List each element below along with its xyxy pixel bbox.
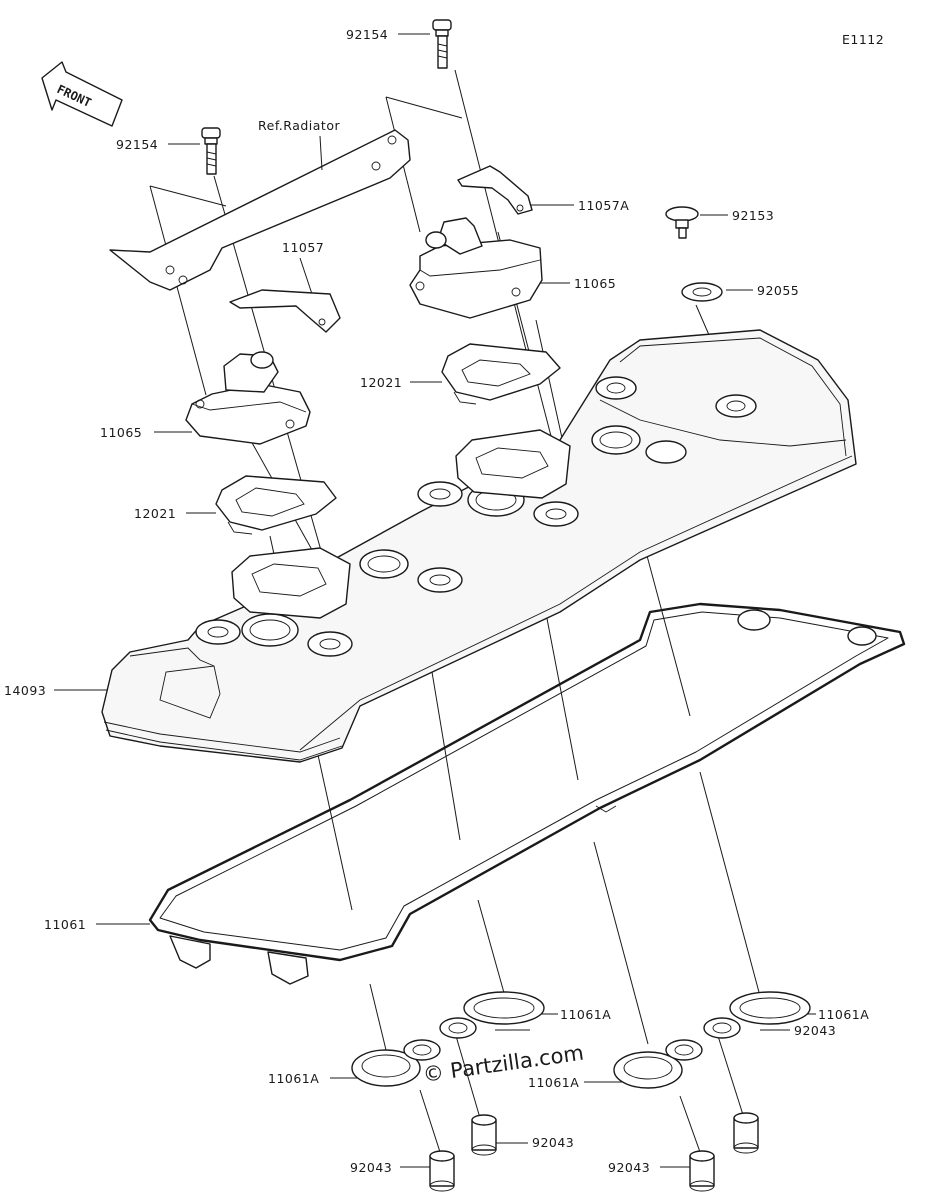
callout-collar-mid-left: 92043 xyxy=(608,1160,650,1175)
callout-bolt-left: 92154 xyxy=(116,137,158,152)
plug-gasket-mid-right xyxy=(439,991,545,1039)
cylinder-head-cover xyxy=(101,329,857,763)
callout-bolt-top: 92154 xyxy=(346,27,388,42)
callout-reed-right: 12021 xyxy=(360,375,402,390)
ref-radiator-note: Ref.Radiator xyxy=(258,118,340,133)
cover-gasket xyxy=(148,602,906,985)
reed-valve-right xyxy=(441,343,561,405)
plug-gasket-mid-left xyxy=(613,1039,703,1089)
callout-plug-gasket-far-right: 11061A xyxy=(818,1007,869,1022)
callout-bolt-right: 92153 xyxy=(732,208,774,223)
callout-cap-left: 11065 xyxy=(100,425,142,440)
plug-gasket-far-right xyxy=(703,991,811,1039)
washer-92055 xyxy=(681,282,723,302)
reed-valve-left xyxy=(215,475,337,535)
front-arrow-icon: FRONT xyxy=(41,61,123,127)
diagram-code: E1112 xyxy=(842,32,884,47)
callout-washer-right: 92055 xyxy=(757,283,799,298)
collar-mid-left xyxy=(689,1150,715,1192)
breather-cap-right xyxy=(409,217,543,319)
callout-bracket-right: 11057A xyxy=(578,198,629,213)
collar-right xyxy=(733,1112,759,1154)
radiator-bracket xyxy=(109,129,411,291)
callout-plug-gasket-mid-left: 11061A xyxy=(528,1075,579,1090)
callout-gasket-main: 11061 xyxy=(44,917,86,932)
callout-cap-right: 11065 xyxy=(574,276,616,291)
collar-mid xyxy=(471,1114,497,1156)
callout-cover: 14093 xyxy=(4,683,46,698)
bracket-11057a xyxy=(457,165,533,215)
callout-bracket-left: 11057 xyxy=(282,240,324,255)
callout-plug-gasket-mid-right: 11061A xyxy=(560,1007,611,1022)
bolt-92153 xyxy=(665,206,699,239)
callout-collar-left: 92043 xyxy=(350,1160,392,1175)
breather-cap-left xyxy=(185,351,311,445)
bolt-92154-left xyxy=(201,127,221,175)
callout-plug-gasket-left: 11061A xyxy=(268,1071,319,1086)
callout-collar-right: 92043 xyxy=(794,1023,836,1038)
callout-collar-mid: 92043 xyxy=(532,1135,574,1150)
collar-left xyxy=(429,1150,455,1192)
callout-reed-left: 12021 xyxy=(134,506,176,521)
bracket-11057 xyxy=(229,289,341,333)
plug-gasket-left xyxy=(351,1039,441,1087)
callouts: 92154 92154 11057A 11057 92153 11065 110… xyxy=(4,27,869,1175)
bolt-92154-top xyxy=(432,19,452,69)
